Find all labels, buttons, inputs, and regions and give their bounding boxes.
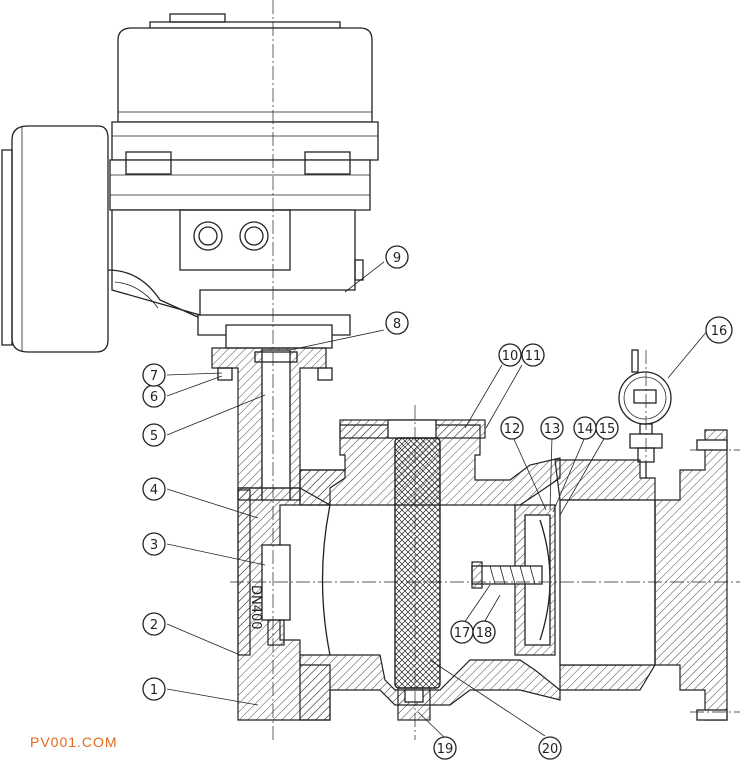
callout-13: 13	[540, 416, 564, 440]
callout-1: 1	[142, 677, 166, 701]
watermark-text: PV001.COM	[30, 734, 118, 750]
callout-15: 15	[595, 416, 619, 440]
svg-text:15: 15	[599, 422, 616, 437]
svg-text:16: 16	[711, 324, 728, 339]
callout-16: 16	[705, 316, 733, 344]
leader-lines	[166, 261, 709, 739]
callout-7: 7	[142, 363, 166, 387]
callout-17: 17	[450, 620, 474, 644]
callout-6: 6	[142, 384, 166, 408]
callout-10: 10	[498, 343, 522, 367]
callout-20: 20	[538, 736, 562, 760]
valve-body: DN400	[237, 419, 561, 721]
center-lines	[230, 0, 740, 740]
callout-11: 11	[521, 343, 545, 367]
svg-text:DN400: DN400	[248, 585, 263, 630]
callout-3: 3	[142, 532, 166, 556]
shaft-vertical-text: DN400	[248, 585, 263, 630]
pressure-gauge	[618, 349, 672, 478]
callout-12: 12	[500, 416, 524, 440]
svg-text:19: 19	[437, 742, 454, 757]
svg-text:5: 5	[150, 429, 158, 444]
svg-text:3: 3	[150, 538, 158, 553]
callout-4: 4	[142, 477, 166, 501]
svg-text:6: 6	[150, 390, 158, 405]
callout-2: 2	[142, 612, 166, 636]
svg-text:1: 1	[150, 683, 158, 698]
svg-text:9: 9	[393, 251, 401, 266]
svg-text:14: 14	[577, 422, 594, 437]
svg-text:20: 20	[542, 742, 559, 757]
callout-19: 19	[433, 736, 457, 760]
outlet-section	[471, 349, 728, 721]
svg-text:10: 10	[502, 349, 519, 364]
svg-text:8: 8	[393, 317, 401, 332]
svg-text:13: 13	[544, 422, 561, 437]
svg-text:18: 18	[476, 626, 493, 641]
svg-text:11: 11	[525, 349, 542, 364]
svg-text:4: 4	[150, 483, 158, 498]
svg-text:2: 2	[150, 618, 158, 633]
callout-9: 9	[385, 245, 409, 269]
svg-text:17: 17	[454, 626, 471, 641]
callout-8: 8	[385, 311, 409, 335]
svg-text:7: 7	[150, 369, 158, 384]
callout-14: 14	[573, 416, 597, 440]
electric-actuator	[1, 13, 379, 353]
svg-text:12: 12	[504, 422, 521, 437]
callout-5: 5	[142, 423, 166, 447]
stem-bonnet	[211, 347, 333, 501]
callout-18: 18	[472, 620, 496, 644]
